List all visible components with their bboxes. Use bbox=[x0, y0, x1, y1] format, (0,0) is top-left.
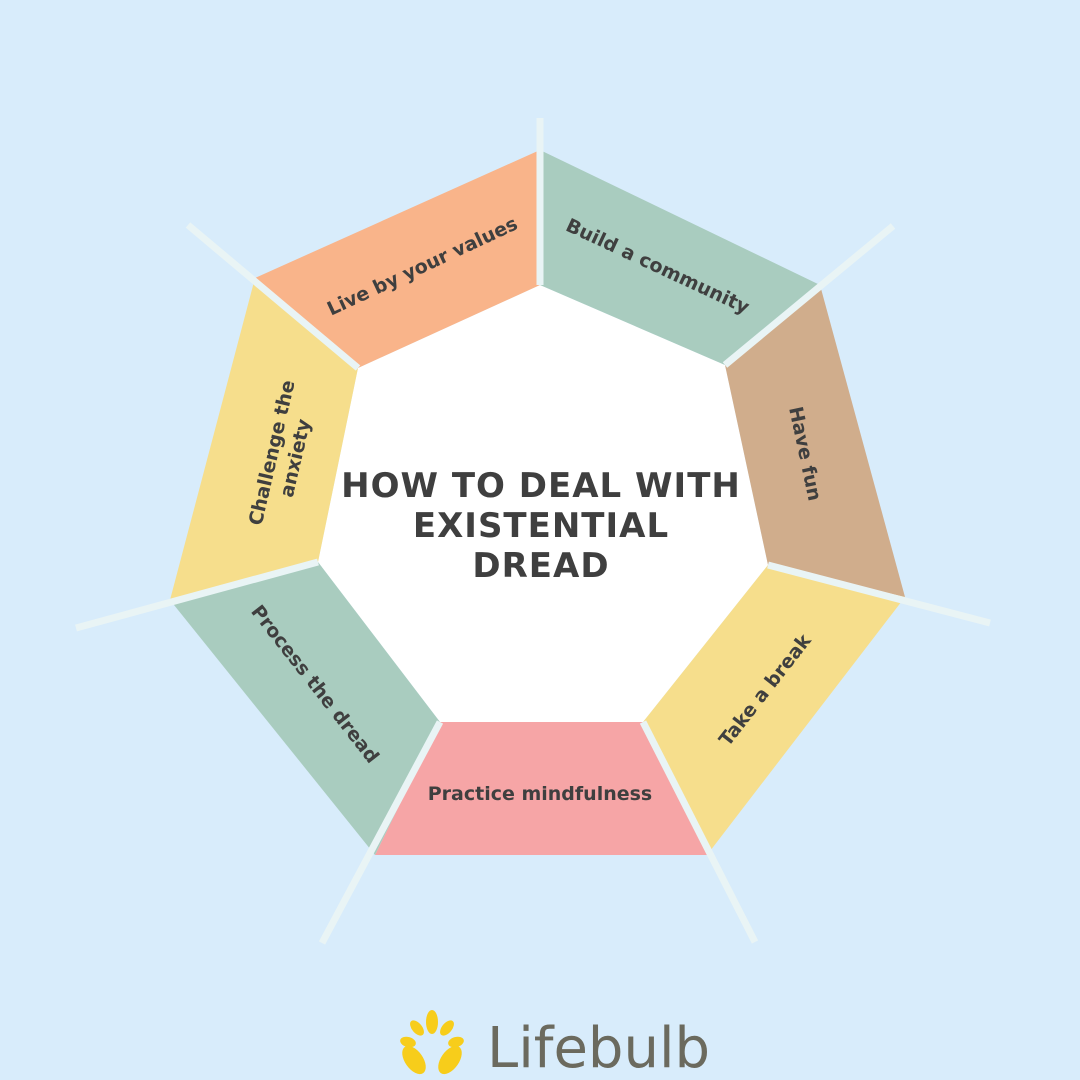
title-line-3: DREAD bbox=[472, 546, 609, 586]
segment-live-by-values bbox=[255, 150, 540, 368]
title-line-1: HOW TO DEAL WITH bbox=[341, 466, 741, 506]
segment-have-fun bbox=[725, 285, 905, 597]
divider-line bbox=[767, 561, 991, 627]
divider-line bbox=[75, 558, 319, 632]
divider-line bbox=[318, 720, 444, 945]
divider-line bbox=[639, 720, 759, 944]
label-practice-mindfulness: Practice mindfulness bbox=[428, 783, 653, 805]
center-heptagon bbox=[318, 285, 768, 722]
segment-practice-mindfulness bbox=[375, 722, 707, 855]
brand-name: Lifebulb bbox=[487, 1016, 710, 1080]
title-line-2: EXISTENTIAL bbox=[413, 506, 669, 546]
segment-build-community bbox=[540, 150, 820, 365]
divider-line bbox=[185, 222, 361, 371]
segment-process-dread bbox=[170, 562, 440, 855]
lifebulb-logo-icon bbox=[400, 1010, 464, 1075]
segment-challenge-anxiety bbox=[170, 278, 358, 600]
divider-line bbox=[722, 223, 896, 368]
divider-lines bbox=[75, 118, 991, 945]
segment-take-break bbox=[643, 565, 905, 855]
